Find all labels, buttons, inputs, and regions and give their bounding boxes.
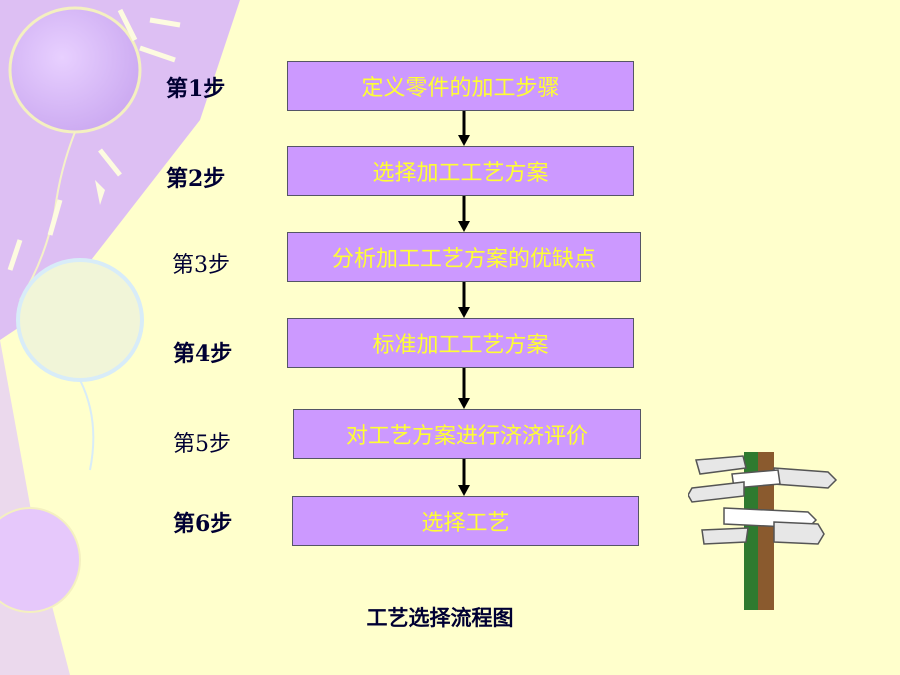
step-box-3: 分析加工工艺方案的优缺点 — [287, 232, 641, 282]
step-label-2: 第2步 — [166, 166, 226, 192]
step-label-1: 第1步 — [166, 76, 226, 102]
step-box-6: 选择工艺 — [292, 496, 639, 546]
step-label-4: 第4步 — [173, 341, 233, 367]
arrow-1-2 — [458, 111, 470, 146]
signpost-icon — [688, 452, 838, 610]
arrow-5-6 — [458, 459, 470, 496]
step-label-5: 第5步 — [173, 432, 231, 457]
step-label-3: 第3步 — [172, 253, 230, 278]
step-box-1: 定义零件的加工步骤 — [287, 61, 634, 111]
step-box-5: 对工艺方案进行济济评价 — [293, 409, 641, 459]
step-box-4: 标准加工工艺方案 — [287, 318, 634, 368]
step-label-6: 第6步 — [173, 511, 233, 537]
arrow-2-3 — [458, 196, 470, 232]
arrow-3-4 — [458, 282, 470, 318]
step-box-2: 选择加工工艺方案 — [287, 146, 634, 196]
diagram-caption: 工艺选择流程图 — [366, 605, 514, 630]
arrow-4-5 — [458, 368, 470, 409]
